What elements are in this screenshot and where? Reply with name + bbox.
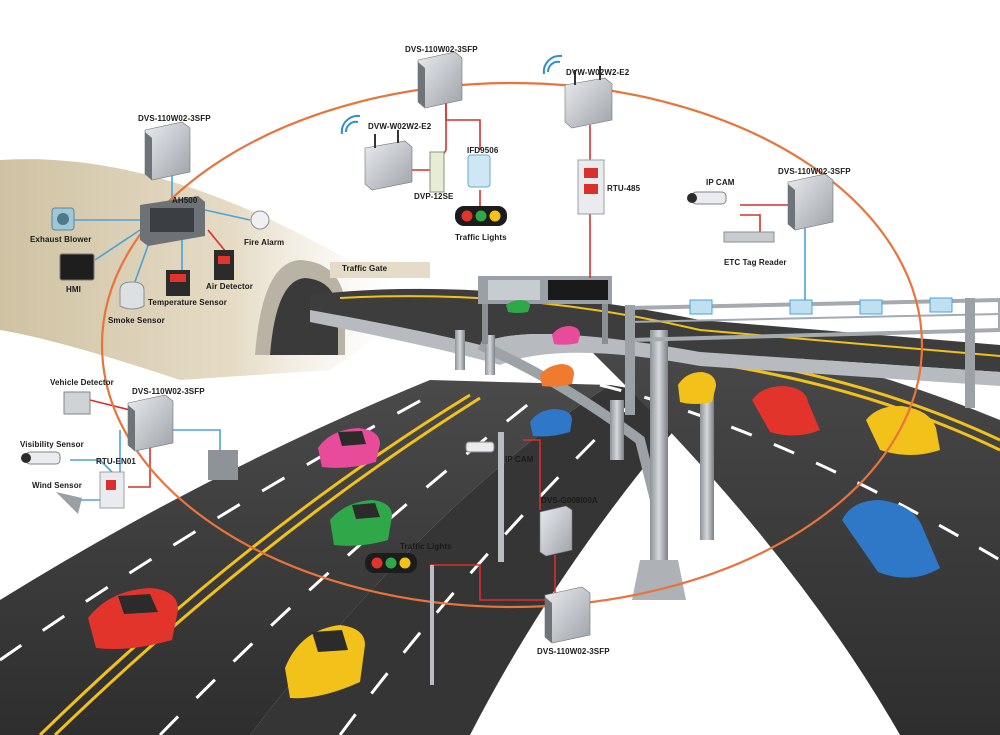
label-dvs-top: DVS-110W02-3SFP: [405, 45, 478, 54]
label-dvw-top: DVW-W02W2-E2: [566, 68, 630, 77]
wifi-icon: [340, 54, 563, 135]
label-wind-sensor: Wind Sensor: [32, 481, 82, 490]
label-ip-cam-center: IP CAM: [505, 455, 534, 464]
car-icon: [752, 386, 820, 436]
label-dvs-left-top: DVS-110W02-3SFP: [138, 114, 211, 123]
car-icon: [285, 625, 365, 699]
network-ring: [100, 81, 924, 609]
camera-icon: [21, 191, 727, 562]
car-icon: [88, 588, 178, 649]
rtu-485-device: [577, 159, 605, 215]
car-icon: [330, 500, 392, 546]
label-hmi: HMI: [66, 285, 81, 294]
label-rtu-en01: RTU-EN01: [96, 457, 136, 466]
label-ip-cam-right: IP CAM: [706, 178, 735, 187]
label-dvw-left: DVW-W02W2-E2: [368, 122, 432, 131]
switch-icon: [417, 51, 463, 109]
label-dvs-right: DVS-110W02-3SFP: [778, 167, 851, 176]
plc-ah500: [140, 196, 205, 246]
label-fire-alarm: Fire Alarm: [244, 238, 285, 247]
label-ah500: AH500: [172, 196, 198, 205]
label-ifd: IFD9506: [467, 146, 499, 155]
label-vehicle-detector: Vehicle Detector: [50, 378, 114, 387]
car-icon: [506, 300, 530, 313]
car-icon: [866, 405, 940, 455]
switch-icon: [364, 130, 413, 191]
switch-icon: [127, 394, 174, 452]
switch-icon: [787, 173, 834, 231]
label-air-detector: Air Detector: [206, 282, 253, 291]
label-temperature-sensor: Temperature Sensor: [148, 298, 228, 307]
plc-ifd: [467, 154, 491, 188]
sign-board-icon: [478, 276, 612, 344]
detector-icon: [56, 210, 775, 514]
car-icon: [678, 372, 716, 404]
label-dvs-bottom: DVS-110W02-3SFP: [537, 647, 610, 656]
bridge-pillars: [455, 330, 714, 600]
traffic-light-icon: [365, 206, 507, 685]
label-dvs-g008: DVS-G008I00A: [541, 496, 598, 505]
plc-dvp: [429, 151, 445, 193]
label-rtu485: RTU-485: [607, 184, 641, 193]
label-traffic-gate: Traffic Gate: [342, 264, 388, 273]
car-icon: [552, 326, 580, 345]
switch-icon: [539, 505, 573, 557]
label-dvp: DVP-12SE: [414, 192, 454, 201]
label-traffic-lights-top: Traffic Lights: [455, 233, 507, 242]
car-icon: [530, 409, 572, 437]
label-dvs-left-bottom: DVS-110W02-3SFP: [132, 387, 205, 396]
label-smoke-sensor: Smoke Sensor: [108, 316, 165, 325]
monitor-icon: [59, 253, 95, 281]
label-visibility-sensor: Visibility Sensor: [20, 440, 84, 449]
switch-icon: [144, 121, 191, 181]
vehicles: [88, 300, 940, 699]
label-etc-tag-reader: ETC Tag Reader: [724, 258, 787, 267]
label-traffic-lights-bottom: Traffic Lights: [400, 542, 452, 551]
car-icon: [318, 428, 380, 468]
car-icon: [842, 500, 940, 578]
label-exhaust-blower: Exhaust Blower: [30, 235, 92, 244]
overhead-gantry: [625, 297, 1000, 415]
car-icon: [540, 364, 574, 387]
fan-icon: [51, 207, 75, 231]
switch-icon: [564, 66, 613, 129]
switch-icon: [544, 586, 591, 644]
